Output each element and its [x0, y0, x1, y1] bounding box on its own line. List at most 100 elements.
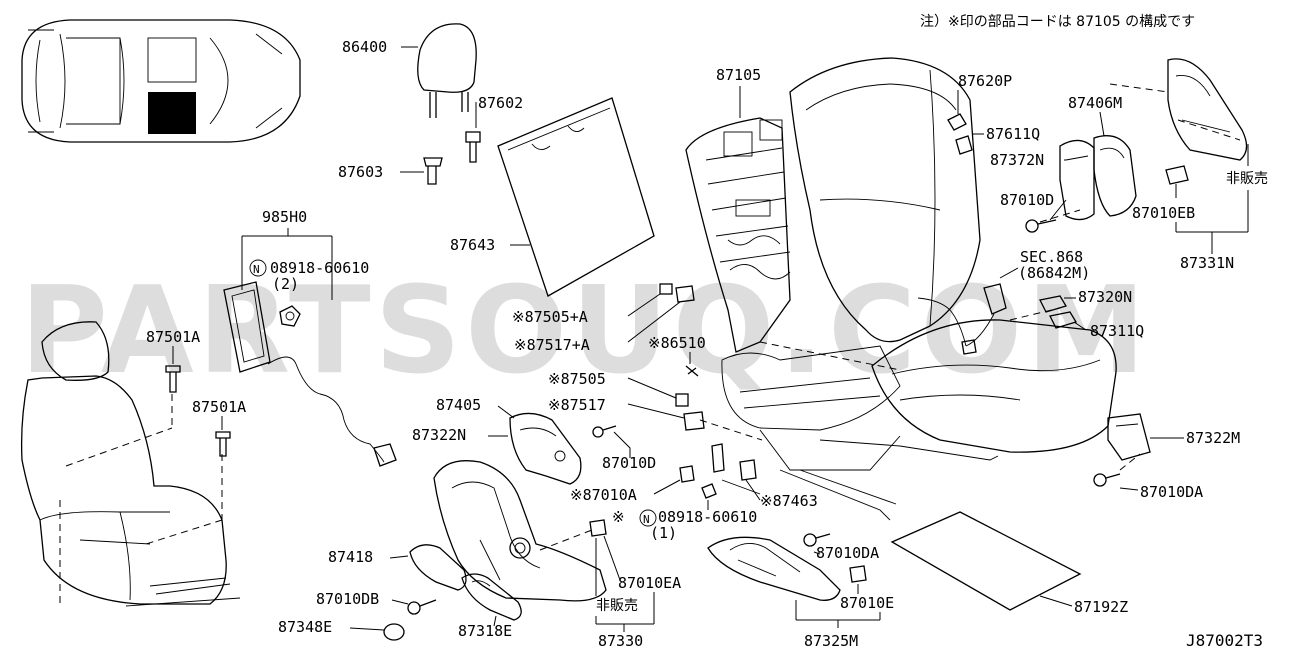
label-08918b-qty: (1)	[650, 524, 677, 542]
label-87463: ※87463	[760, 492, 818, 510]
label-08918-60610: 08918-60610	[270, 259, 369, 277]
label-87010DA-right: 87010DA	[1140, 483, 1203, 501]
car-locator-icon	[21, 19, 301, 143]
label-08918-60610b: 08918-60610	[658, 508, 757, 526]
clip-87010E	[849, 565, 867, 583]
knob-87418	[409, 544, 467, 591]
clip-87620P	[947, 113, 973, 155]
label-87501A-1: 87501A	[146, 328, 200, 346]
seat-overview-left	[20, 321, 241, 607]
label-87010DA-mid: 87010DA	[816, 544, 879, 562]
screw-87010DB	[407, 599, 437, 615]
diagram-code: J87002T3	[1186, 631, 1263, 650]
label-87192Z: 87192Z	[1074, 598, 1128, 616]
label-87611Q: 87611Q	[986, 125, 1040, 143]
label-87372N: 87372N	[990, 151, 1044, 169]
inner-trim-87405	[509, 412, 582, 485]
cap-87348E	[383, 623, 405, 641]
bolt-87501A-1	[165, 365, 181, 393]
nut-08918-lower	[701, 483, 717, 499]
label-87505A: ※87505+A	[512, 308, 588, 326]
label-87517A: ※87517+A	[514, 336, 590, 354]
label-87105: 87105	[716, 66, 761, 84]
trim-87322M	[1107, 413, 1151, 461]
guide-87602	[465, 131, 481, 163]
airbag-module-985H0	[223, 281, 271, 373]
screw-87010D-mid	[592, 425, 617, 438]
lever-87318E	[461, 573, 522, 621]
label-87501A-2: 87501A	[192, 398, 246, 416]
label-985H0: 985H0	[262, 208, 307, 226]
svg-text:N: N	[643, 513, 650, 526]
cap-87505	[675, 393, 689, 407]
label-08918-qty: (2)	[272, 275, 299, 293]
label-87418: 87418	[328, 548, 373, 566]
screw-87010DA-mid	[803, 533, 831, 547]
label-87322M: 87322M	[1186, 429, 1240, 447]
cover-87311Q	[1049, 311, 1077, 329]
label-86510: ※86510	[648, 334, 706, 352]
label-hihanbai-right: 非販売	[1226, 171, 1268, 187]
screw-87010DA-right	[1093, 473, 1121, 487]
label-87010DB: 87010DB	[316, 590, 379, 608]
label-hihanbai-mid: 非販売	[596, 598, 638, 614]
label-87010D-top: 87010D	[1000, 191, 1054, 209]
label-sec868: SEC.868	[1020, 248, 1083, 266]
lower-trim-87325M	[707, 536, 841, 601]
watermark: PARTSOUQ.COM	[20, 262, 1150, 401]
label-87010D-mid: 87010D	[602, 454, 656, 472]
label-87405: 87405	[436, 396, 481, 414]
side-cover-87331N	[1165, 58, 1248, 185]
label-87322N: 87322N	[412, 426, 466, 444]
cap-87517	[683, 411, 705, 431]
label-87311Q: 87311Q	[1090, 322, 1144, 340]
label-asterisk: ※	[612, 508, 625, 526]
label-87010A: ※87010A	[570, 486, 637, 504]
mat-87192Z	[890, 511, 1082, 611]
label-87325M: 87325M	[804, 632, 858, 650]
label-87010E: 87010E	[840, 594, 894, 612]
note-text: 注）※印の部品コードは 87105 の構成です	[920, 14, 1195, 30]
harness-airbag	[267, 356, 385, 463]
clip-87010EA	[589, 519, 607, 537]
nut-symbol-lower-icon: N	[639, 509, 657, 527]
label-87010EB: 87010EB	[1132, 204, 1195, 222]
label-87330: 87330	[598, 632, 643, 650]
nut-part-icon	[279, 305, 301, 327]
trim-87406M	[1093, 135, 1137, 217]
guide-87603	[423, 157, 443, 185]
spring-86510	[685, 365, 699, 377]
nut-symbol-icon: N	[249, 259, 267, 277]
label-87406M: 87406M	[1068, 94, 1122, 112]
back-board-87643	[497, 97, 655, 297]
label-87620P: 87620P	[958, 72, 1012, 90]
trim-87372N	[1059, 139, 1095, 221]
seat-location-highlight	[148, 92, 196, 134]
label-87331N: 87331N	[1180, 254, 1234, 272]
label-86400: 86400	[342, 38, 387, 56]
seat-frame-87105	[685, 117, 999, 521]
label-87517: ※87517	[548, 396, 606, 414]
cover-87320N	[1039, 295, 1067, 313]
label-87348E: 87348E	[278, 618, 332, 636]
label-87643: 87643	[450, 236, 495, 254]
bracket-87463	[711, 443, 761, 495]
cap-87505A	[659, 283, 673, 295]
bolt-87501A-2	[215, 431, 231, 457]
seat-back-cover	[789, 57, 981, 343]
label-87505: ※87505	[548, 370, 606, 388]
label-sec868-sub: (86842M)	[1018, 264, 1090, 282]
headrest-86400	[417, 23, 477, 118]
outer-trim-87330	[433, 460, 607, 602]
clip-87010A	[679, 465, 695, 483]
label-87320N: 87320N	[1078, 288, 1132, 306]
label-87318E: 87318E	[458, 622, 512, 640]
label-87603: 87603	[338, 163, 383, 181]
cap-87517A	[675, 285, 695, 303]
screw-87010D-top	[1025, 219, 1057, 233]
belt-buckle-sec868	[917, 283, 1007, 355]
label-87010EA: 87010EA	[618, 574, 681, 592]
svg-text:N: N	[253, 263, 260, 276]
